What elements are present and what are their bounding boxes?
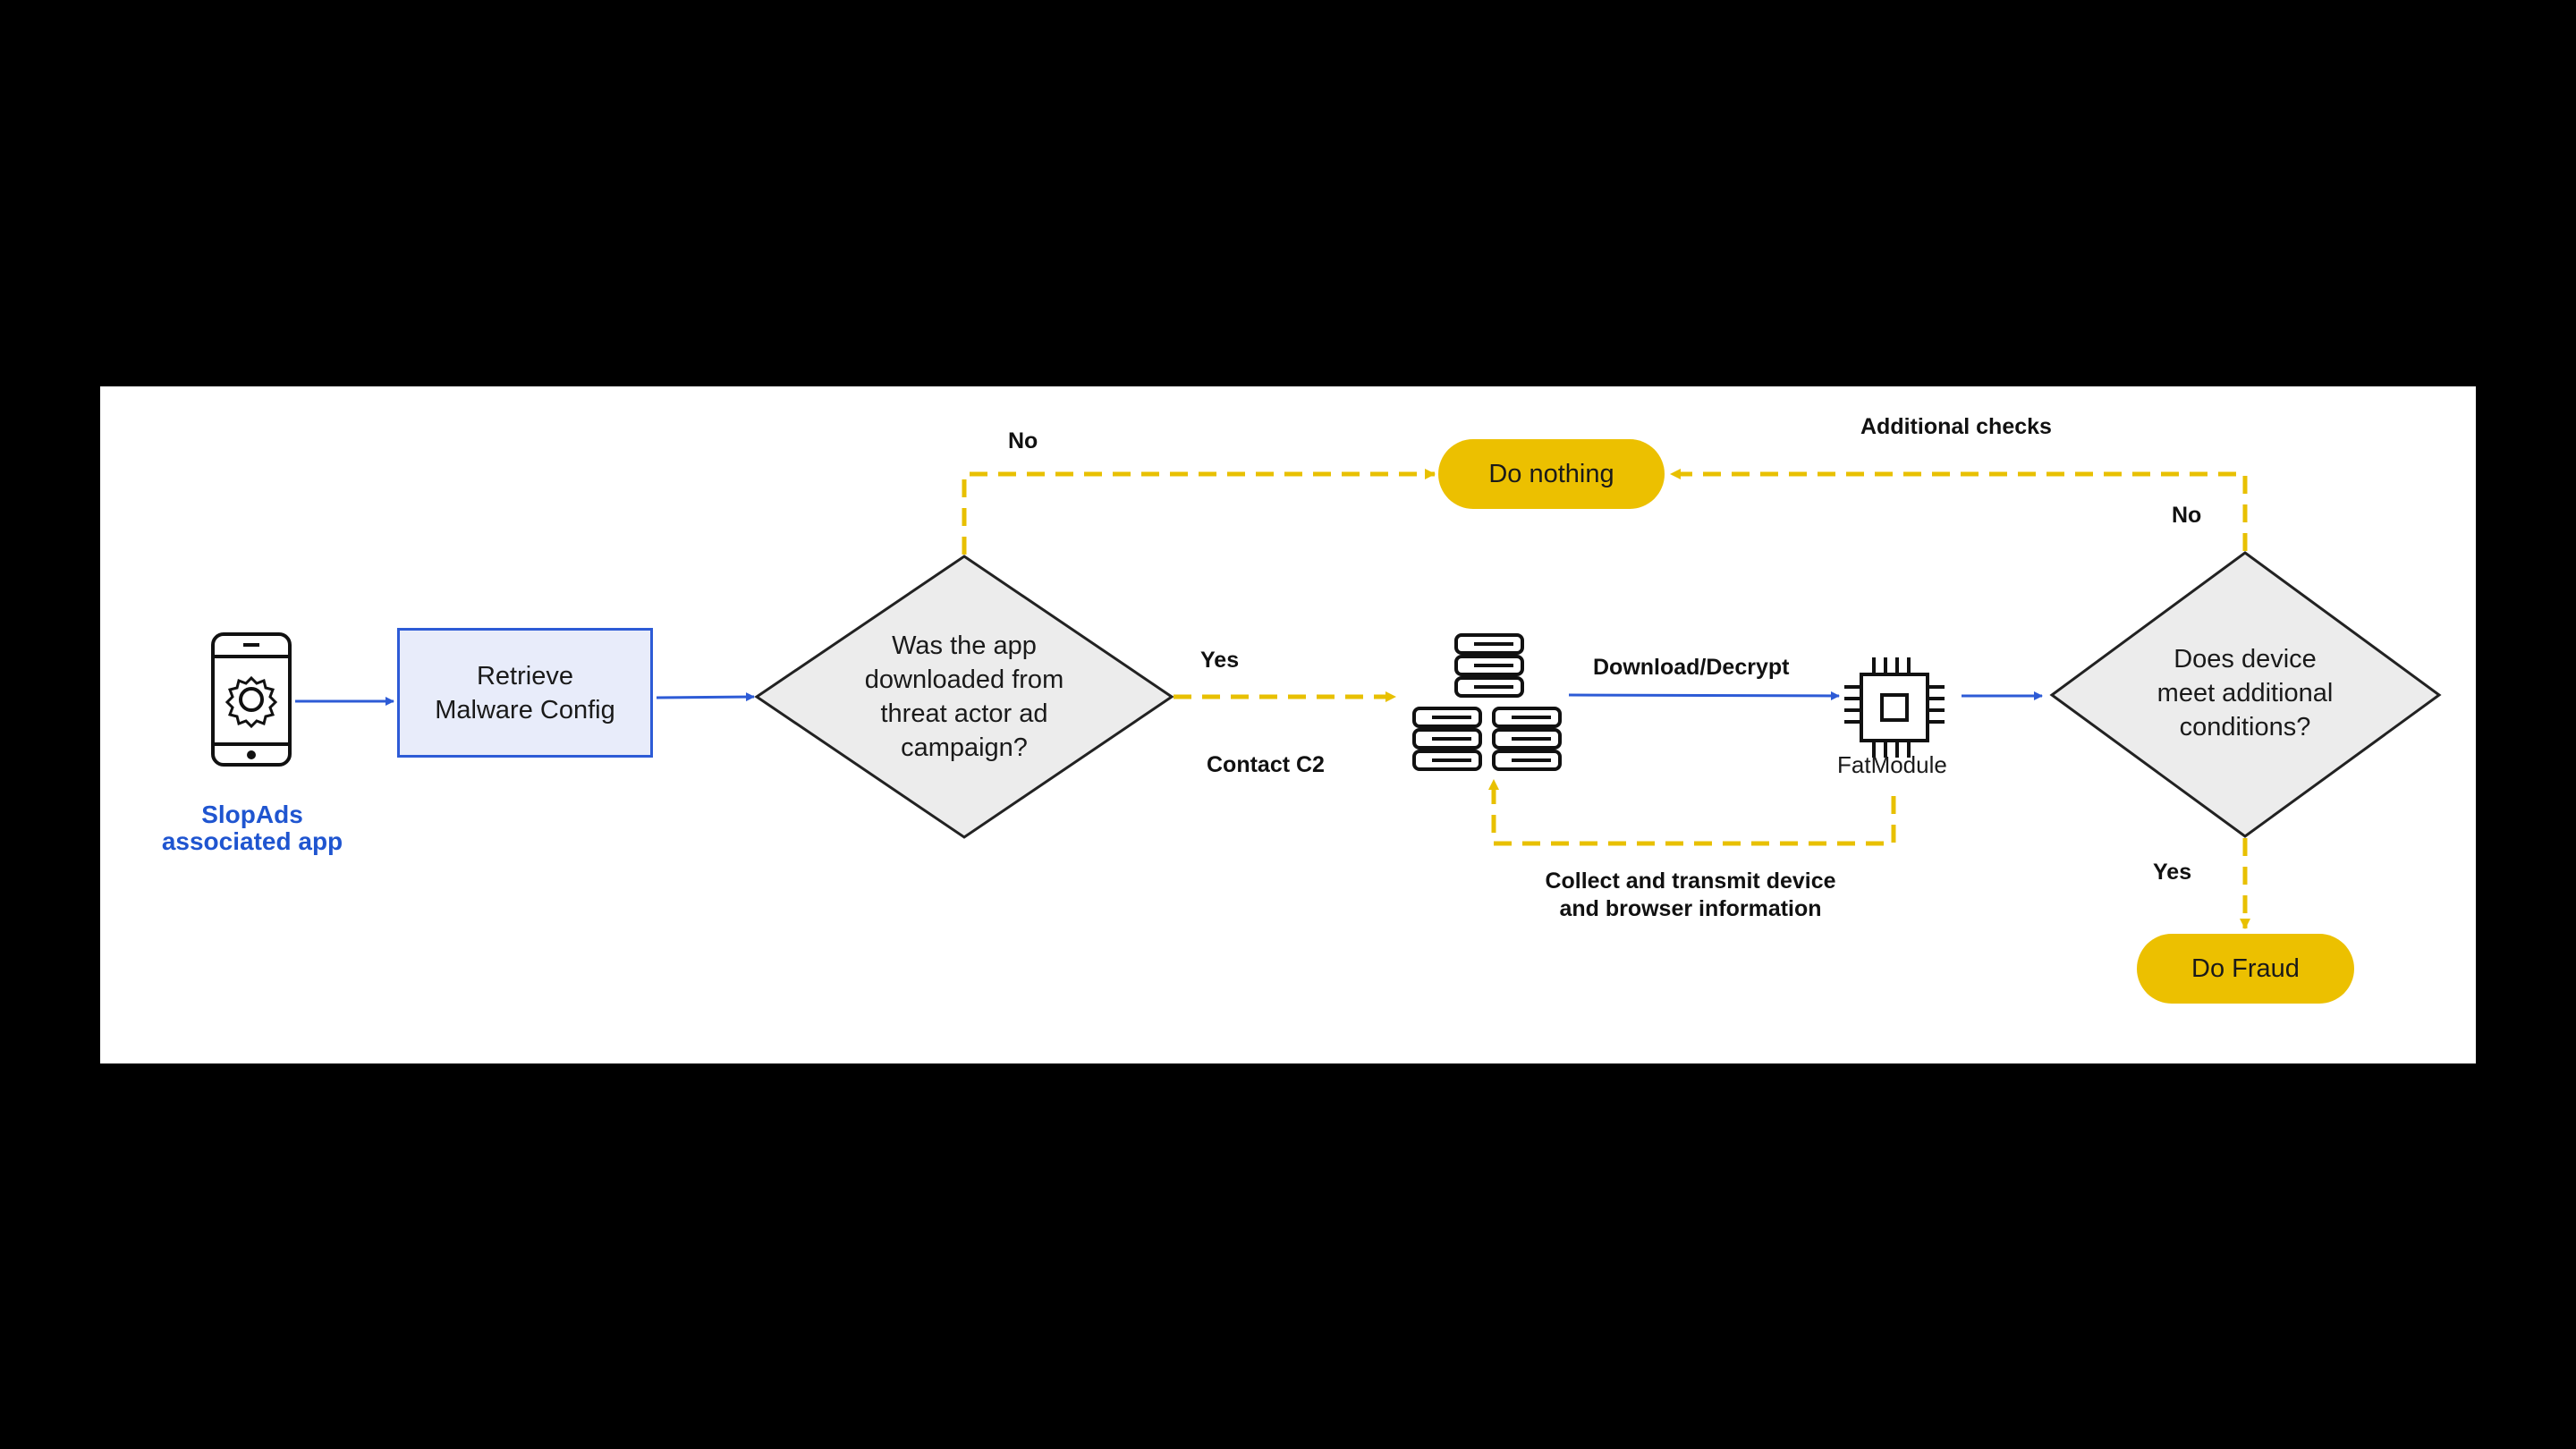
chip-icon	[1844, 657, 1945, 758]
decision1-line4: campaign?	[901, 733, 1028, 762]
yellow-dashed-arrows	[962, 469, 2250, 929]
retrieve-line1: Retrieve	[476, 661, 573, 691]
edge-label-no-right: No	[2172, 503, 2202, 528]
app-label-line2: associated app	[161, 827, 343, 855]
edge-label-collect-transmit: Collect and transmit device and browser …	[1521, 868, 1860, 923]
arrow-no-to-do-nothing	[962, 469, 1436, 555]
edge-label-additional-checks: Additional checks	[1860, 414, 2052, 439]
decision2-text: Does device meet additional conditions?	[2111, 642, 2379, 744]
server-stack-icon	[1412, 633, 1562, 771]
decision-diamond-2	[2049, 551, 2442, 838]
decision2-line2: meet additional	[2157, 679, 2334, 708]
smartphone-gear-icon	[211, 632, 292, 767]
decision-diamond-1	[754, 555, 1174, 839]
app-label: SlopAds associated app	[143, 801, 361, 855]
decision1-line3: threat actor ad	[880, 699, 1048, 728]
collect-line1: Collect and transmit device	[1545, 869, 1836, 894]
decision2-line3: conditions?	[2179, 713, 2311, 741]
decision2-line1: Does device	[2174, 645, 2317, 674]
decision1-line2: downloaded from	[864, 665, 1064, 694]
decision1-line1: Was the app	[892, 631, 1037, 660]
edge-label-no-left: No	[1008, 428, 1038, 453]
edge-label-yes-left: Yes	[1200, 648, 1240, 673]
retrieve-config-box: Retrieve Malware Config	[397, 628, 653, 758]
do-nothing-pill: Do nothing	[1438, 439, 1665, 509]
arrow-additional-checks	[1670, 469, 2248, 551]
blue-arrows	[295, 691, 2043, 706]
retrieve-line2: Malware Config	[435, 695, 615, 724]
arrow-download-decrypt	[1568, 691, 1840, 700]
arrow-retrieve-to-decision	[656, 692, 755, 702]
edge-label-contact-c2: Contact C2	[1207, 752, 1325, 777]
app-label-line1: SlopAds	[201, 801, 303, 828]
edge-label-download-decrypt: Download/Decrypt	[1593, 655, 1790, 680]
decision1-text: Was the app downloaded from threat actor…	[821, 629, 1107, 765]
collect-line2: and browser information	[1559, 896, 1822, 921]
fatmodule-label: FatModule	[1837, 751, 1947, 778]
edge-label-yes-right: Yes	[2153, 860, 2192, 885]
arrow-collect-transmit	[1488, 779, 1896, 846]
do-fraud-pill: Do Fraud	[2137, 934, 2354, 1004]
